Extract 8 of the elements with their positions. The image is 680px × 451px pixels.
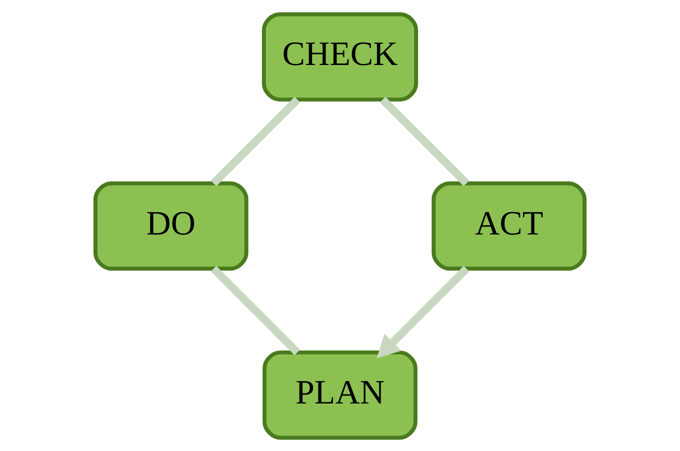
- node-box: CHECK: [262, 12, 418, 102]
- connector: [380, 96, 470, 186]
- node-box: ACT: [432, 180, 587, 270]
- node-box: PLAN: [262, 350, 418, 440]
- node-box: DO: [93, 180, 248, 270]
- arrow: [376, 265, 470, 358]
- connector: [210, 96, 300, 186]
- connector: [210, 265, 300, 355]
